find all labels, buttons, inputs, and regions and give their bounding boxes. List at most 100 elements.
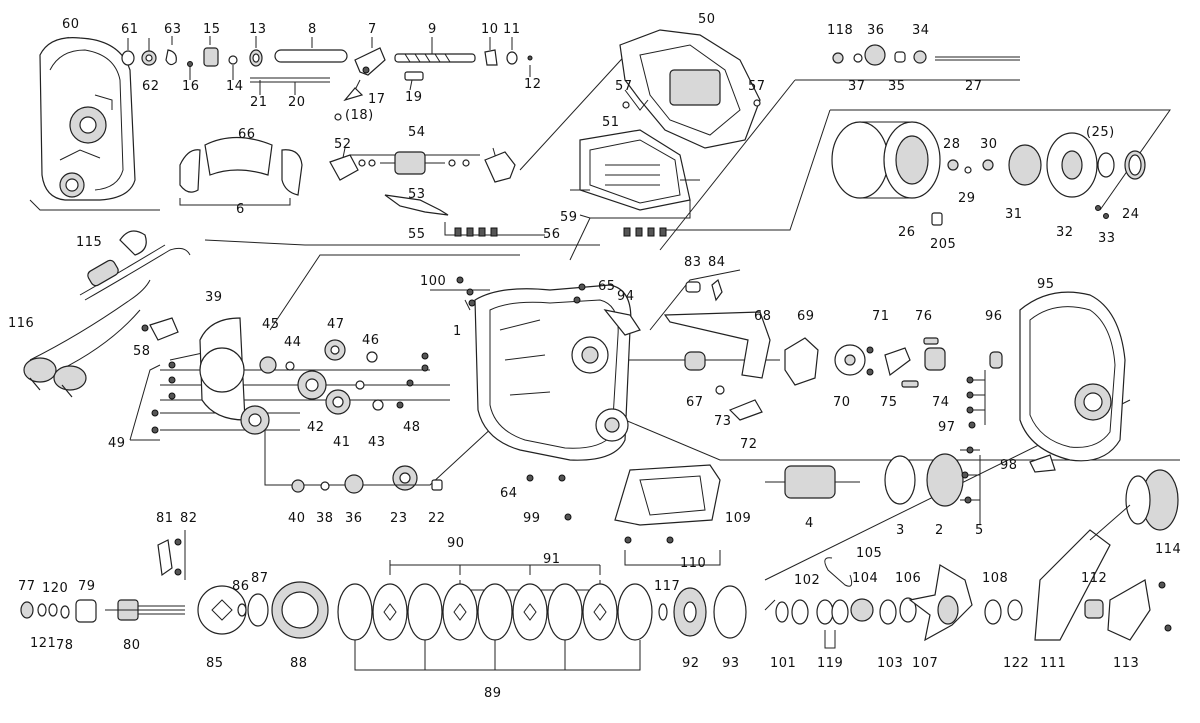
part-label: 1 bbox=[453, 324, 462, 339]
part-label: 83 bbox=[684, 255, 702, 270]
part-label: 109 bbox=[725, 511, 751, 526]
part-top-right-row bbox=[832, 44, 1020, 66]
part-thumbbar-66-6 bbox=[179, 136, 303, 196]
part-screws-center bbox=[141, 276, 586, 521]
part-side-plate-60 bbox=[39, 37, 136, 201]
part-label: 86 bbox=[232, 579, 250, 594]
part-label: 101 bbox=[770, 656, 796, 671]
part-drag-washers bbox=[337, 583, 747, 641]
part-motor-4 bbox=[765, 446, 974, 507]
part-label: 114 bbox=[1155, 542, 1181, 557]
part-label: 55 bbox=[408, 227, 426, 242]
part-label: 111 bbox=[1040, 656, 1066, 671]
part-label: 73 bbox=[714, 414, 732, 429]
part-handle-row bbox=[775, 469, 1179, 642]
part-label: 115 bbox=[76, 235, 102, 250]
part-label: 45 bbox=[262, 317, 280, 332]
part-label: 105 bbox=[856, 546, 882, 561]
part-label: 110 bbox=[680, 556, 706, 571]
part-label: 52 bbox=[334, 137, 352, 152]
part-label: 10 bbox=[481, 22, 499, 37]
part-label: 80 bbox=[123, 638, 141, 653]
part-label: 8 bbox=[308, 22, 317, 37]
part-label: 61 bbox=[121, 22, 139, 37]
part-label: 75 bbox=[880, 395, 898, 410]
part-label: 112 bbox=[1081, 571, 1107, 586]
part-label: 58 bbox=[133, 344, 151, 359]
part-label: 9 bbox=[428, 22, 437, 37]
part-label: 36 bbox=[867, 23, 885, 38]
part-label: 28 bbox=[943, 137, 961, 152]
part-label: 91 bbox=[543, 552, 561, 567]
part-label: 34 bbox=[912, 23, 930, 38]
part-label: 119 bbox=[817, 656, 843, 671]
part-label: 16 bbox=[182, 79, 200, 94]
part-label: 36 bbox=[345, 511, 363, 526]
part-label: 4 bbox=[805, 516, 814, 531]
part-label: 3 bbox=[896, 523, 905, 538]
part-label: 104 bbox=[852, 571, 878, 586]
part-label: 74 bbox=[932, 395, 950, 410]
part-label: 14 bbox=[226, 79, 244, 94]
part-label: 79 bbox=[78, 579, 96, 594]
part-label: 30 bbox=[980, 137, 998, 152]
part-label: 76 bbox=[915, 309, 933, 324]
part-label: 65 bbox=[598, 279, 616, 294]
part-label: 60 bbox=[62, 17, 80, 32]
part-number-labels: 60 61 62 63 16 15 14 13 21 8 20 7 17 (18… bbox=[8, 12, 1181, 701]
part-label: 24 bbox=[1122, 207, 1140, 222]
part-label: 15 bbox=[203, 22, 221, 37]
part-cable-115-116 bbox=[23, 230, 191, 398]
part-gear-row-bottom-left bbox=[291, 465, 443, 494]
part-label: 2 bbox=[935, 523, 944, 538]
part-label: 47 bbox=[327, 317, 345, 332]
part-label: 92 bbox=[682, 656, 700, 671]
part-label: 62 bbox=[142, 79, 160, 94]
part-label: 13 bbox=[249, 22, 267, 37]
part-label: 63 bbox=[164, 22, 182, 37]
part-label: 29 bbox=[958, 191, 976, 206]
part-label: 108 bbox=[982, 571, 1008, 586]
part-label: 40 bbox=[288, 511, 306, 526]
part-spool-assy-52-54 bbox=[329, 151, 516, 216]
part-spool-26 bbox=[831, 121, 1146, 226]
part-label: (18) bbox=[345, 108, 374, 123]
part-screws-56 bbox=[454, 227, 667, 237]
part-label: 48 bbox=[403, 420, 421, 435]
part-label: 6 bbox=[236, 202, 245, 217]
part-bracket-109 bbox=[614, 464, 721, 544]
part-label: 31 bbox=[1005, 207, 1023, 222]
part-label: 38 bbox=[316, 511, 334, 526]
part-sideplate-95 bbox=[966, 291, 1126, 473]
part-block-51 bbox=[570, 129, 700, 211]
part-label: 22 bbox=[428, 511, 446, 526]
part-label: 89 bbox=[484, 686, 502, 701]
part-label: 120 bbox=[42, 581, 68, 596]
part-label: 113 bbox=[1113, 656, 1139, 671]
part-label: 11 bbox=[503, 22, 521, 37]
part-label: 23 bbox=[390, 511, 408, 526]
part-mid-right bbox=[663, 278, 1003, 421]
part-label: 17 bbox=[368, 92, 386, 107]
part-label: 37 bbox=[848, 79, 866, 94]
part-label: 33 bbox=[1098, 231, 1116, 246]
part-frame-1 bbox=[474, 284, 641, 461]
part-label: 96 bbox=[985, 309, 1003, 324]
part-screws-49 bbox=[151, 361, 176, 434]
part-label: 93 bbox=[722, 656, 740, 671]
part-label: 66 bbox=[238, 127, 256, 142]
part-label: 99 bbox=[523, 511, 541, 526]
part-label: 32 bbox=[1056, 225, 1074, 240]
part-gear-85-88 bbox=[197, 581, 329, 639]
part-label: 46 bbox=[362, 333, 380, 348]
part-label: 102 bbox=[794, 573, 820, 588]
part-label: 54 bbox=[408, 125, 426, 140]
part-label: 117 bbox=[654, 579, 680, 594]
part-label: 41 bbox=[333, 435, 351, 450]
part-plate-39 bbox=[199, 317, 270, 435]
part-label: 116 bbox=[8, 316, 34, 331]
part-label: 72 bbox=[740, 437, 758, 452]
part-label: 43 bbox=[368, 435, 386, 450]
